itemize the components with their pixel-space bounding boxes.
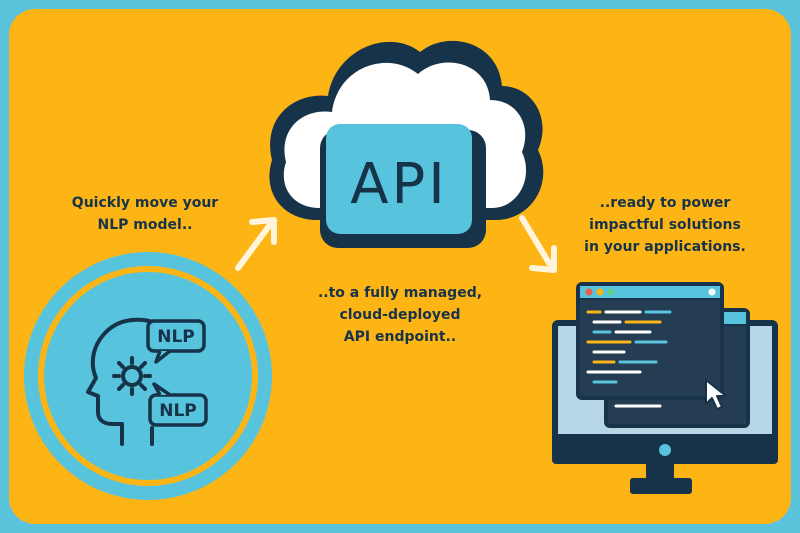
code-window-icon (576, 282, 724, 400)
cursor-icon (705, 379, 727, 410)
api-label: API (350, 152, 448, 217)
cloud-icon: API (269, 40, 544, 248)
nlp-top-label: NLP (157, 327, 195, 347)
monitor-base (630, 478, 692, 494)
nlp-bubble-bottom: NLP (148, 382, 208, 427)
arrow-down-right-icon (519, 215, 557, 273)
monitor-power-dot (659, 444, 671, 456)
caption-right: ..ready to power impactful solutions in … (584, 195, 746, 255)
caption-left: Quickly move your NLP model.. (71, 195, 219, 233)
nlp-bubble-top: NLP (146, 319, 206, 364)
window-menu-dot (708, 288, 716, 296)
window-close-dot (585, 288, 593, 296)
window-minimize-dot (596, 288, 604, 296)
api-box (326, 124, 472, 234)
window-maximize-dot (607, 288, 615, 296)
nlp-bottom-label: NLP (159, 401, 197, 421)
nlp-head-badge: NLP NLP (24, 252, 272, 500)
caption-center: ..to a fully managed, cloud-deployed API… (317, 285, 483, 345)
arrow-up-right-icon (235, 217, 277, 271)
head-gear-icon (86, 317, 170, 446)
